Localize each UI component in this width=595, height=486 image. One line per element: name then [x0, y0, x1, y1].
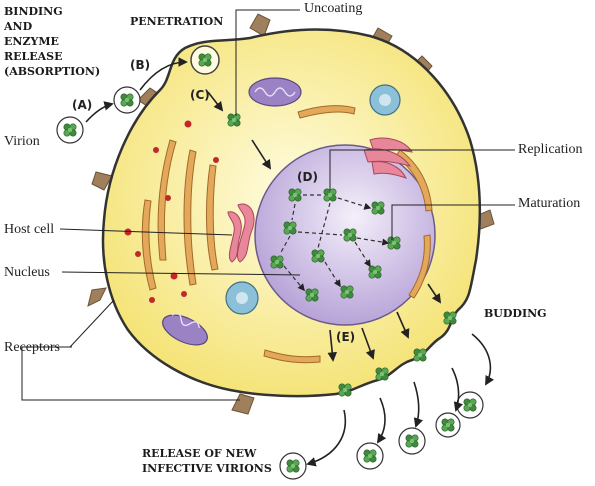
penetration-label: PENETRATION	[130, 15, 224, 28]
release-label: RELEASE OF NEW INFECTIVE VIRIONS	[142, 446, 272, 476]
receptor	[249, 13, 271, 37]
uncoating-virion	[227, 113, 241, 127]
budding-label: BUDDING	[484, 307, 547, 320]
binding-label-line: RELEASE	[4, 50, 63, 63]
stage-d-label: (D)	[297, 170, 318, 184]
vesicles	[225, 84, 401, 315]
nucleus-label: Nucleus	[4, 265, 50, 280]
stage-e-label: (E)	[336, 330, 356, 344]
external-virions	[56, 86, 484, 480]
leader-lines	[21, 9, 515, 401]
receptor	[91, 171, 113, 191]
uncoating-label: Uncoating	[304, 1, 363, 16]
binding-label-line: AND	[4, 20, 33, 33]
binding-label: BINDING AND ENZYME RELEASE (ABSORPTION)	[4, 4, 100, 79]
host-cell-label: Host cell	[4, 222, 55, 237]
release-label-line: RELEASE OF NEW	[142, 447, 257, 460]
mitochondria	[162, 77, 302, 346]
process-arrows	[85, 57, 494, 467]
stage-a-label: (A)	[72, 98, 93, 112]
binding-label-line: (ABSORPTION)	[4, 65, 101, 78]
receptor	[231, 393, 255, 415]
maturation-label: Maturation	[518, 196, 581, 211]
stage-b-label: (B)	[130, 58, 151, 72]
virion-entering	[198, 53, 212, 67]
binding-label-line: ENZYME	[4, 35, 59, 48]
golgi-apparatus	[227, 137, 413, 263]
replication-paths	[279, 194, 390, 292]
ribosomes	[124, 120, 219, 303]
receptor	[87, 287, 107, 307]
binding-label-line: BINDING	[4, 5, 63, 18]
virion-label: Virion	[4, 134, 40, 149]
release-label-line: INFECTIVE VIRIONS	[142, 462, 272, 475]
stage-c-label: (C)	[190, 88, 210, 102]
receptors-label: Receptors	[4, 340, 60, 355]
replication-label: Replication	[518, 142, 583, 157]
